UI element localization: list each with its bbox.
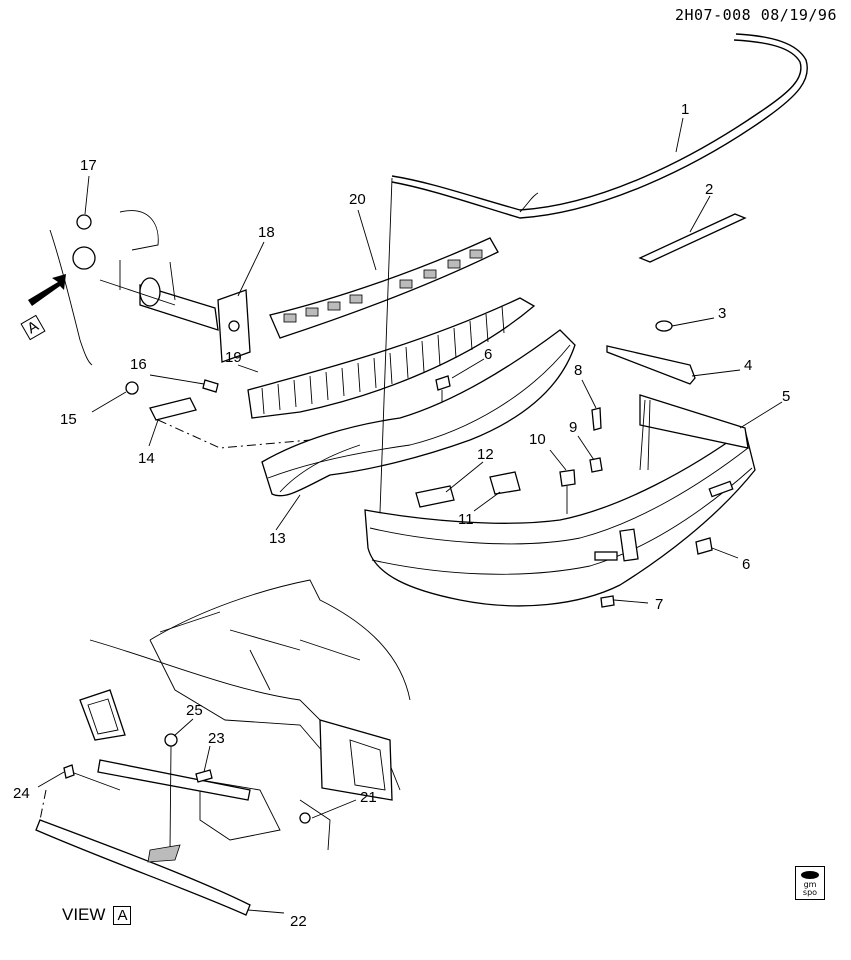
part-1-molding [391, 39, 802, 211]
callout-7: 7 [655, 596, 664, 613]
part-20-reinforcement [269, 237, 499, 339]
part-22-molding [35, 819, 251, 916]
part-15-retainer [125, 381, 139, 395]
part-3-nut [655, 320, 673, 332]
callout-18: 18 [258, 224, 275, 241]
part-6-clip-a [435, 375, 451, 391]
part-2-strip [638, 213, 747, 263]
callout-5: 5 [782, 388, 791, 405]
callout-12: 12 [477, 446, 494, 463]
callout-9: 9 [569, 419, 578, 436]
part-17-nut [76, 214, 92, 230]
callout-3: 3 [718, 305, 727, 322]
callout-4: 4 [744, 357, 753, 374]
part-16-bolt [202, 379, 219, 393]
body-side-panel [49, 229, 93, 366]
callout-25: 25 [186, 702, 203, 719]
part-8-screw [591, 407, 602, 431]
view-a-caption: VIEW A [62, 905, 132, 925]
view-a-body [149, 579, 411, 701]
part-11-clip [489, 471, 521, 495]
part-4-bracket [606, 345, 696, 385]
lamp-housing [79, 689, 126, 741]
part-9-nut [589, 457, 603, 473]
callout-1: 1 [681, 101, 690, 118]
callout-8: 8 [574, 362, 583, 379]
part-13-impact-bar [261, 329, 576, 497]
callout-13: 13 [269, 530, 286, 547]
part-6-clip-b [695, 537, 713, 555]
callout-6a: 6 [484, 346, 493, 363]
callout-15: 15 [60, 411, 77, 428]
callout-20: 20 [349, 191, 366, 208]
diagram-code: 2H07-008 08/19/96 [674, 6, 837, 24]
callout-19: 19 [225, 349, 242, 366]
callout-6b: 6 [742, 556, 751, 573]
logo-emblem-icon [801, 871, 819, 879]
part-14-pad [149, 397, 197, 421]
part-5-fascia [364, 428, 756, 607]
gm-spo-logo: gm spo [795, 866, 825, 900]
part-1-molding-edge [391, 33, 808, 219]
callout-14: 14 [138, 450, 155, 467]
callout-17: 17 [80, 157, 97, 174]
callout-21: 21 [360, 789, 377, 806]
part-12-bracket [415, 485, 455, 508]
part-7-retainer [600, 595, 615, 608]
callout-22: 22 [290, 913, 307, 930]
logo-text: gm spo [802, 880, 818, 897]
callout-24: 24 [13, 785, 30, 802]
callout-23: 23 [208, 730, 225, 747]
part-19-absorber [247, 297, 536, 419]
part-10-bolt [559, 469, 576, 487]
view-label: VIEW [62, 905, 106, 924]
callout-11: 11 [458, 511, 474, 528]
callout-10: 10 [529, 431, 546, 448]
leader-lines [37, 117, 783, 914]
view-letter: A [113, 905, 132, 925]
callout-16: 16 [130, 356, 147, 373]
view-arrow [28, 274, 66, 306]
callout-2: 2 [705, 181, 714, 198]
